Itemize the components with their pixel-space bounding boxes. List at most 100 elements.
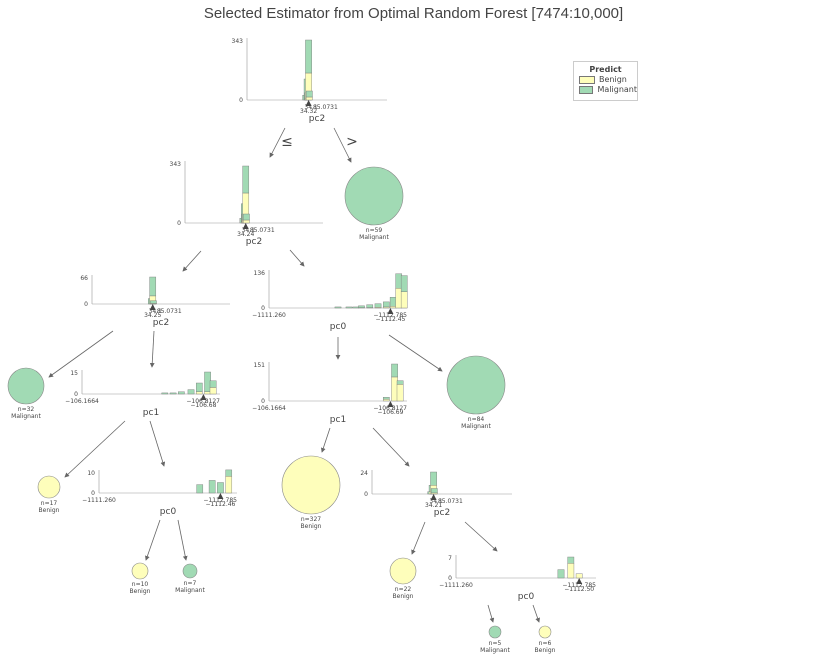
edge-arrow-5	[149, 330, 155, 368]
split-marker	[200, 394, 207, 400]
leaf-circle	[131, 562, 149, 580]
histogram-bar-malignant	[389, 297, 397, 307]
legend-label-malignant: Malignant	[597, 85, 637, 94]
y-tick-max: 7	[448, 555, 452, 562]
x-tick-max: 85.0731	[157, 308, 182, 315]
legend-title: Predict	[589, 65, 622, 74]
histogram-bar-benign	[382, 398, 390, 402]
x-tick-max: −106.8127	[186, 398, 220, 405]
histogram-bar-benign	[209, 387, 217, 395]
split-marker	[149, 304, 156, 310]
leaf-class: Malignant	[480, 647, 510, 654]
split-value: −1112.46	[206, 501, 236, 508]
edge-arrow-17	[532, 604, 540, 623]
leaf-count: n=84	[468, 416, 485, 423]
leaf-count: n=6	[539, 640, 552, 647]
feature-label: pc1	[330, 415, 346, 425]
histogram-bar-malignant	[196, 484, 204, 494]
edge-arrow-11	[372, 427, 410, 467]
y-tick-zero: 0	[448, 575, 452, 582]
split-value: −106.68	[190, 402, 216, 409]
histogram-bar-malignant	[217, 482, 224, 494]
edge-arrow-15	[464, 521, 498, 552]
edge-arrow-9	[149, 420, 166, 467]
histogram-bar-malignant	[149, 276, 157, 297]
leaf-count: n=17	[41, 500, 58, 507]
y-tick-max: 15	[70, 370, 78, 377]
histogram-bar-benign	[389, 306, 397, 309]
leaf-circle	[538, 625, 552, 639]
y-tick-zero: 0	[177, 220, 181, 227]
feature-label: pc1	[143, 408, 159, 418]
feature-label: pc0	[518, 592, 535, 602]
x-tick-min: 34.1	[429, 498, 443, 505]
y-tick-max: 343	[232, 38, 244, 45]
leaf-class: Benign	[130, 588, 151, 595]
histogram-bar-malignant	[352, 306, 360, 309]
leaf-circle	[182, 563, 198, 579]
histogram-bar-malignant	[209, 380, 217, 388]
x-tick-max: 85.0731	[438, 498, 463, 505]
histogram-bar-malignant	[169, 392, 177, 395]
x-tick-min: 34.1	[242, 227, 256, 234]
leaf-class: Malignant	[461, 423, 491, 430]
histogram-bar-benign	[395, 288, 403, 309]
histogram-bar-benign	[575, 573, 583, 579]
histogram-bar-benign	[305, 96, 313, 101]
histogram-bar-benign	[195, 391, 203, 395]
edge-arrow-13	[177, 519, 188, 561]
x-tick-min: 34.1	[149, 308, 163, 315]
leaf-circle	[344, 166, 404, 226]
feature-label: pc0	[330, 322, 347, 332]
histogram-bar-malignant	[208, 480, 216, 494]
histogram-bar-malignant	[358, 305, 365, 308]
edge-label-le: ≤	[281, 134, 293, 150]
edge-arrow-10	[320, 427, 331, 453]
legend: Predict Benign Malignant	[573, 61, 638, 101]
edge-arrow-2	[182, 250, 202, 272]
split-marker	[576, 578, 583, 584]
edge-arrow-12	[145, 519, 161, 561]
leaf-count: n=327	[301, 516, 321, 523]
x-tick-max: −1112.785	[203, 497, 237, 504]
histogram-bar-malignant	[161, 392, 169, 395]
x-tick-min: 34.1	[304, 104, 318, 111]
leaf-circle	[281, 455, 341, 515]
histogram-bar-malignant	[195, 382, 203, 393]
split-marker	[242, 223, 249, 229]
split-value: −1112.45	[376, 316, 406, 323]
y-tick-zero: 0	[239, 97, 243, 104]
split-marker	[387, 401, 394, 407]
x-tick-max: 85.0731	[250, 227, 275, 234]
histogram-bar-malignant	[225, 469, 233, 477]
leaf-count: n=5	[489, 640, 502, 647]
split-marker	[430, 494, 437, 500]
split-marker	[387, 308, 394, 314]
histogram-bar-benign	[225, 476, 233, 494]
edge-arrow-4	[48, 330, 114, 378]
legend-swatch-malignant	[579, 85, 594, 94]
edge-arrow-16	[487, 604, 495, 623]
histogram-bar-malignant	[150, 300, 157, 304]
histogram-bar-malignant	[396, 380, 404, 385]
histogram-bar-malignant	[305, 90, 313, 98]
feature-label: pc0	[160, 507, 177, 517]
edge-arrow-1	[333, 127, 352, 163]
histogram-bar-malignant	[395, 273, 403, 289]
split-value: 34.32	[300, 108, 317, 115]
edge-arrow-7	[388, 334, 443, 372]
histogram-bar-malignant	[382, 397, 390, 400]
leaf-circle	[7, 367, 45, 405]
feature-label: pc2	[153, 318, 169, 328]
edge-arrow-0	[269, 127, 286, 158]
x-tick-min: −1111.260	[439, 582, 473, 589]
